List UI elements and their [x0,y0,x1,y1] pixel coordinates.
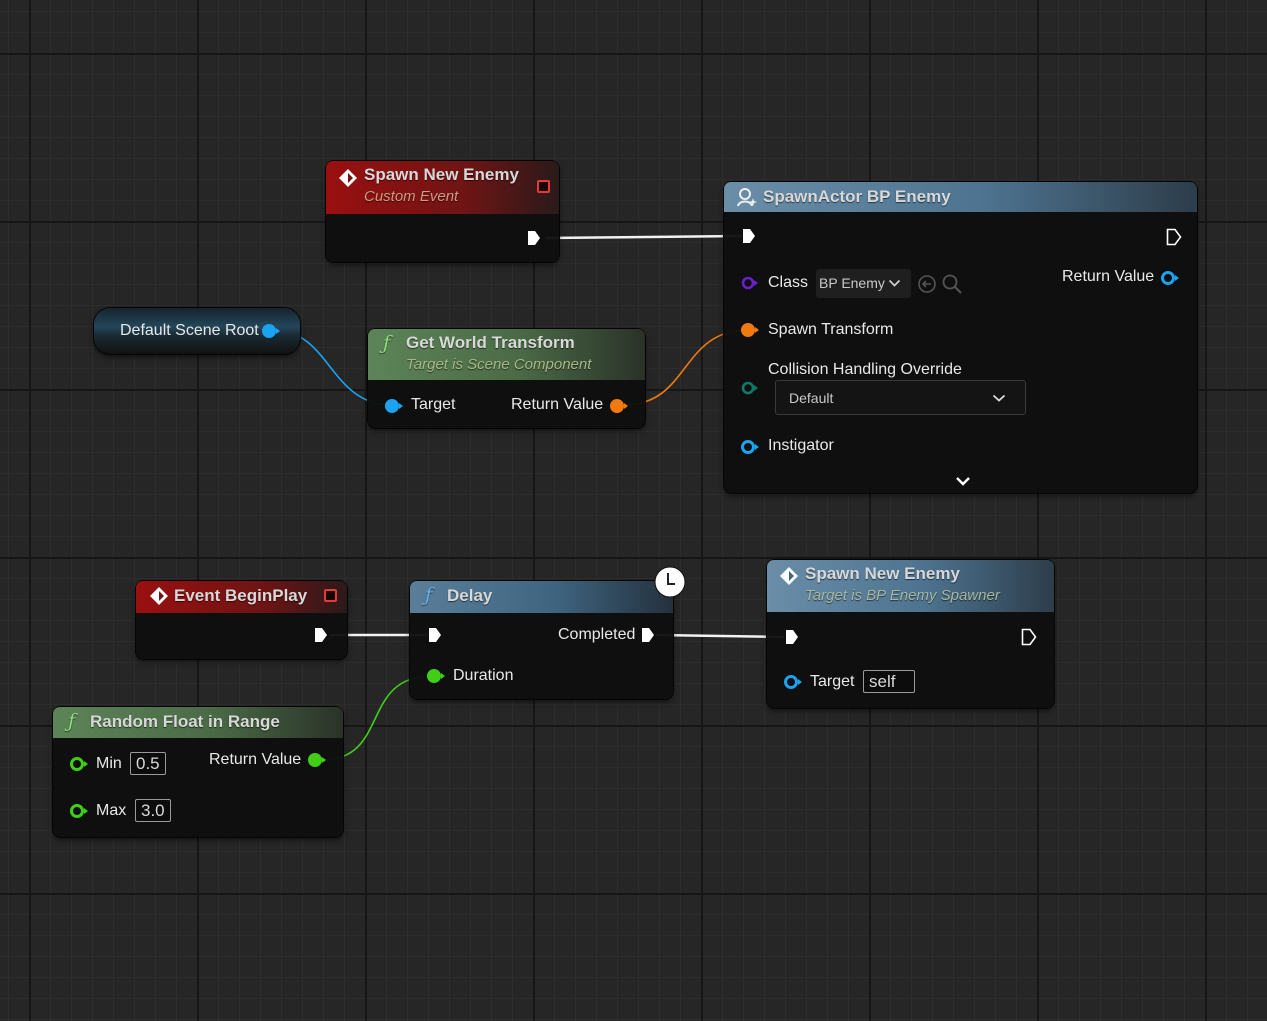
max-label: Max [96,802,127,819]
class-value: BP Enemy [819,275,885,291]
target-pin[interactable] [783,674,803,690]
node-title: SpawnActor BP Enemy [763,187,951,206]
event-diamond-icon [150,587,168,605]
use-selected-asset-icon[interactable] [917,274,937,294]
spawn-actor-node[interactable]: SpawnActor BP Enemy Class BP Enemy Retur… [724,182,1197,493]
delay-node[interactable]: ƒ Delay Completed Duration [410,566,686,699]
function-icon: ƒ [383,332,391,354]
exec-wire [655,633,785,639]
node-header[interactable]: Spawn New Enemy Target is BP Enemy Spawn… [767,560,1054,612]
exec-in-pin[interactable] [428,627,442,643]
function-icon: ƒ [68,710,76,732]
node-title: Get World Transform [406,333,575,352]
duration-label: Duration [453,667,514,684]
node-title: Default Scene Root [120,322,259,339]
completed-exec-pin[interactable] [641,627,655,643]
duration-pin[interactable] [426,668,446,684]
node-header[interactable]: SpawnActor BP Enemy [724,182,1197,212]
node-header[interactable]: Event BeginPlay [136,581,347,613]
event-beginplay-node[interactable]: Event BeginPlay [136,581,347,659]
node-title: Event BeginPlay [174,586,308,605]
node-header[interactable]: ƒ Delay [410,581,673,613]
return-value-label: Return Value [1062,268,1155,285]
expand-advanced-icon[interactable] [955,476,971,487]
random-float-in-range-node[interactable]: ƒ Random Float in Range Min 0.5 Return V… [53,707,343,837]
min-value-field[interactable]: 0.5 [130,752,166,775]
return-value-label: Return Value [511,396,604,413]
event-diamond-icon [780,567,798,585]
node-header[interactable]: Spawn New Enemy Custom Event [326,161,559,214]
node-subtitle: Custom Event [364,188,459,205]
target-label: Target [411,396,456,413]
exec-in-pin[interactable] [742,228,756,244]
spawn-transform-label: Spawn Transform [768,321,894,338]
collision-handling-label: Collision Handling Override [768,361,962,378]
return-value-label: Return Value [209,751,302,768]
completed-label: Completed [558,626,636,643]
return-value-pin[interactable] [609,398,629,414]
exec-out-pin[interactable] [1166,228,1182,246]
chevron-down-icon [888,279,901,287]
spawn-actor-icon [737,188,757,207]
return-value-pin[interactable] [1160,270,1180,286]
get-world-transform-node[interactable]: ƒ Get World Transform Target is Scene Co… [368,329,645,428]
event-delegate-pin[interactable] [537,180,550,193]
output-pin[interactable] [261,323,281,339]
default-scene-root-node[interactable]: Default Scene Root [94,308,300,354]
instigator-pin[interactable] [740,439,760,455]
exec-out-pin[interactable] [314,627,328,643]
collision-handling-dropdown[interactable]: Default [775,380,1026,415]
target-label: Target [810,673,855,690]
custom-event-node[interactable]: Spawn New Enemy Custom Event [326,161,559,262]
spawn-new-enemy-call-node[interactable]: Spawn New Enemy Target is BP Enemy Spawn… [767,560,1054,708]
exec-wire [545,234,743,240]
node-title: Delay [447,586,493,605]
collision-handling-value: Default [789,390,834,406]
node-title: Spawn New Enemy [805,564,960,583]
exec-in-pin[interactable] [785,629,799,645]
node-subtitle: Target is Scene Component [406,356,592,373]
event-diamond-icon [339,169,357,187]
browse-asset-icon[interactable] [941,273,963,295]
max-pin[interactable] [69,803,89,819]
node-header[interactable]: ƒ Random Float in Range [53,707,343,738]
function-icon: ƒ [425,584,433,606]
node-header[interactable]: ƒ Get World Transform Target is Scene Co… [368,329,645,380]
class-label: Class [768,274,809,291]
target-pin[interactable] [384,398,404,414]
spawn-transform-pin[interactable] [740,322,760,338]
class-pin[interactable] [741,276,759,290]
exec-out-pin[interactable] [527,230,541,246]
target-value-field[interactable]: self [863,670,915,693]
node-title: Random Float in Range [90,712,280,731]
min-label: Min [96,755,122,772]
class-dropdown[interactable]: BP Enemy [816,269,911,298]
min-pin[interactable] [69,756,89,772]
event-delegate-pin[interactable] [324,589,337,602]
node-subtitle: Target is BP Enemy Spawner [805,587,1000,604]
node-title: Spawn New Enemy [364,165,519,184]
instigator-label: Instigator [768,437,834,454]
return-value-pin[interactable] [307,752,327,768]
max-value-field[interactable]: 3.0 [135,799,171,822]
collision-handling-pin[interactable] [741,381,759,395]
exec-out-pin[interactable] [1021,628,1037,646]
clock-icon [654,566,686,598]
chevron-down-icon [992,394,1006,402]
